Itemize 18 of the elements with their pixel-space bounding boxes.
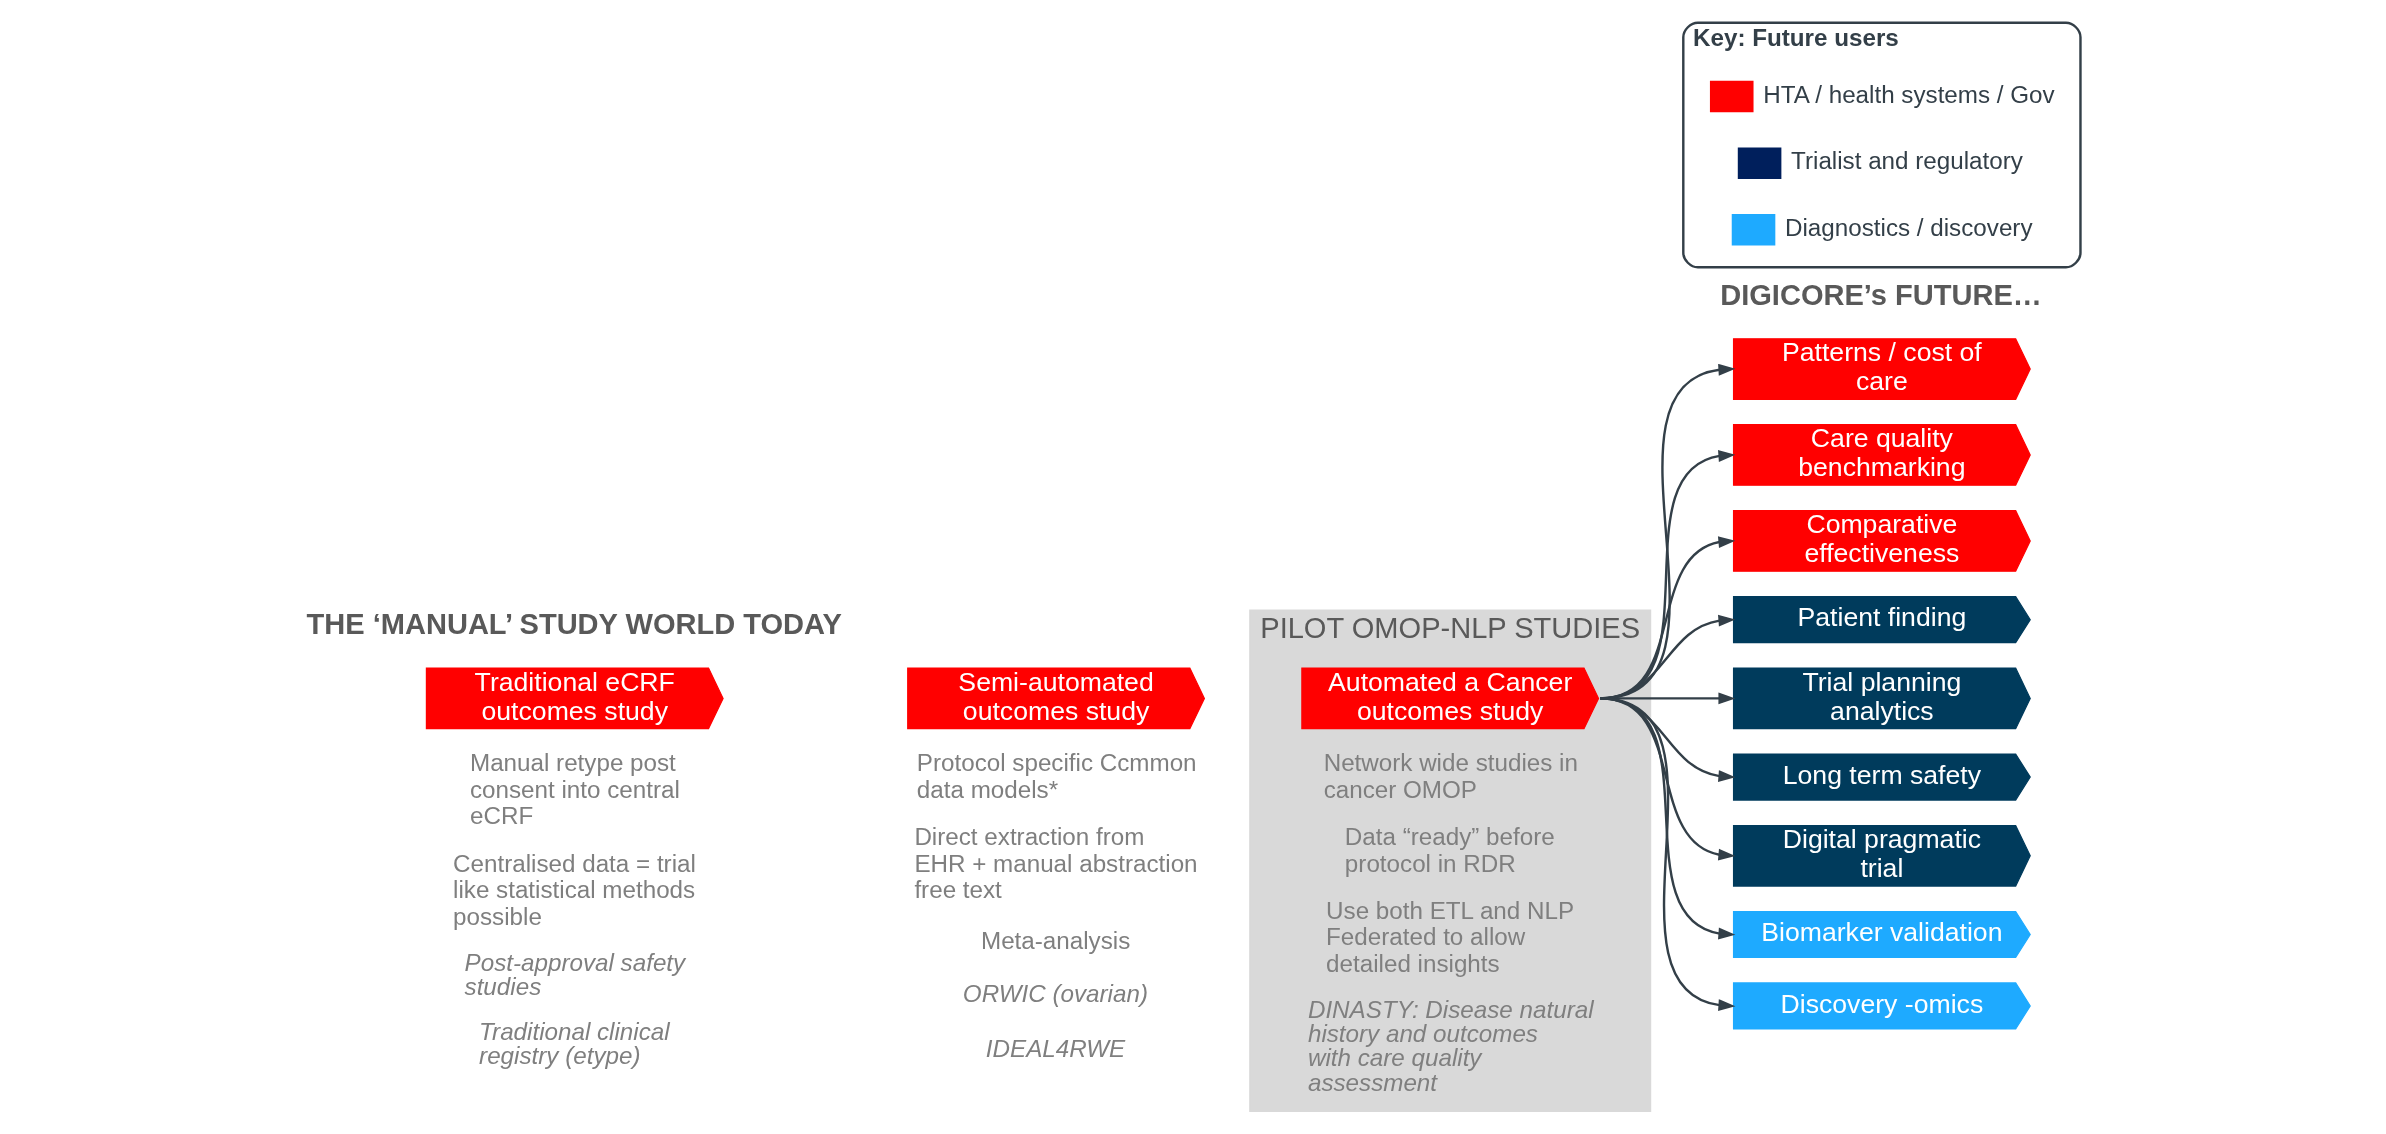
node-label: Use both ETL and NLP Federated to allow detailed insights [1325, 896, 1574, 978]
node-label: Manual retype post consent into central eCRF [469, 749, 680, 830]
node-label: Network wide studies in cancer OMOP [1323, 749, 1578, 803]
node-label: Centralised data = trial like statistical methods possible [452, 849, 696, 930]
legend-label: Trialist and regulatory [1790, 147, 2023, 175]
node-label: IDEAL4RWE [985, 1034, 1125, 1062]
node-label: ORWIC (ovarian) [962, 980, 1148, 1008]
legend-label: HTA / health systems / Gov [1762, 80, 2055, 108]
node-label: Meta-analysis [980, 927, 1130, 955]
label: THE ‘MANUAL’ STUDY WORLD TODAY [306, 608, 842, 641]
label: DIGICORE’s FUTURE… [1719, 279, 2042, 312]
node-label: Data “ready” before protocol in RDR [1344, 822, 1555, 877]
node-label: Traditional clinical registry (etype) [478, 1017, 670, 1070]
node-label: Post-approval safety studies [464, 948, 685, 1001]
node-label: DINASTY: Disease natural history and outcomes with care quality assessment [1307, 996, 1594, 1096]
legend-label: Diagnostics / discovery [1784, 213, 2033, 241]
node-label: Direct extraction from EHR + manual abstraction free text [913, 822, 1198, 904]
node-label: Protocol specific Ccmmon data models* [916, 749, 1197, 803]
